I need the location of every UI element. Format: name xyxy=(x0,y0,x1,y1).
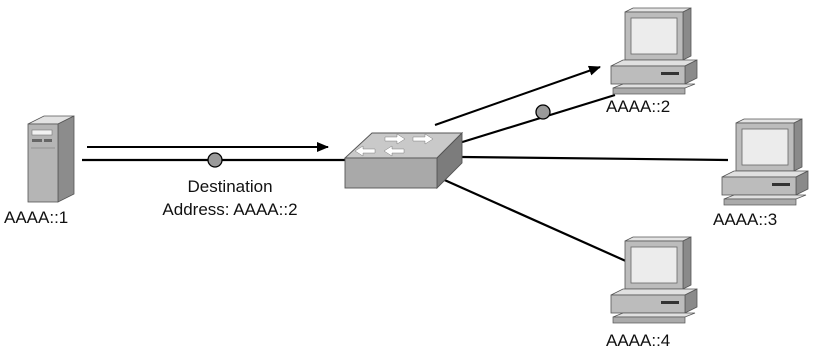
pc-top-address-label: AAAA::2 xyxy=(606,97,671,116)
flow-arrows xyxy=(87,65,601,152)
pc-bottom-icon xyxy=(610,236,698,324)
annotation-line-2: Address: AAAA::2 xyxy=(162,200,298,219)
pc-top-icon xyxy=(610,7,698,95)
pc-middle-icon xyxy=(721,118,809,206)
link-switch-pc3 xyxy=(461,155,729,162)
annotation-destination-label: Destination Address: AAAA::2 xyxy=(130,178,330,218)
pc-middle-address-label: AAAA::3 xyxy=(713,210,778,229)
packets xyxy=(207,104,551,168)
server-address-label: AAAA::1 xyxy=(4,208,69,227)
flow-arrow-to-pc2 xyxy=(434,65,601,126)
pc-bottom-address-label: AAAA::4 xyxy=(606,331,671,350)
packet-icon xyxy=(207,152,223,168)
annotation-line-1: Destination xyxy=(187,177,273,196)
switch-icon xyxy=(343,131,464,190)
packet-icon xyxy=(535,104,551,120)
link-switch-pc4 xyxy=(439,176,629,264)
server-icon xyxy=(27,115,75,203)
